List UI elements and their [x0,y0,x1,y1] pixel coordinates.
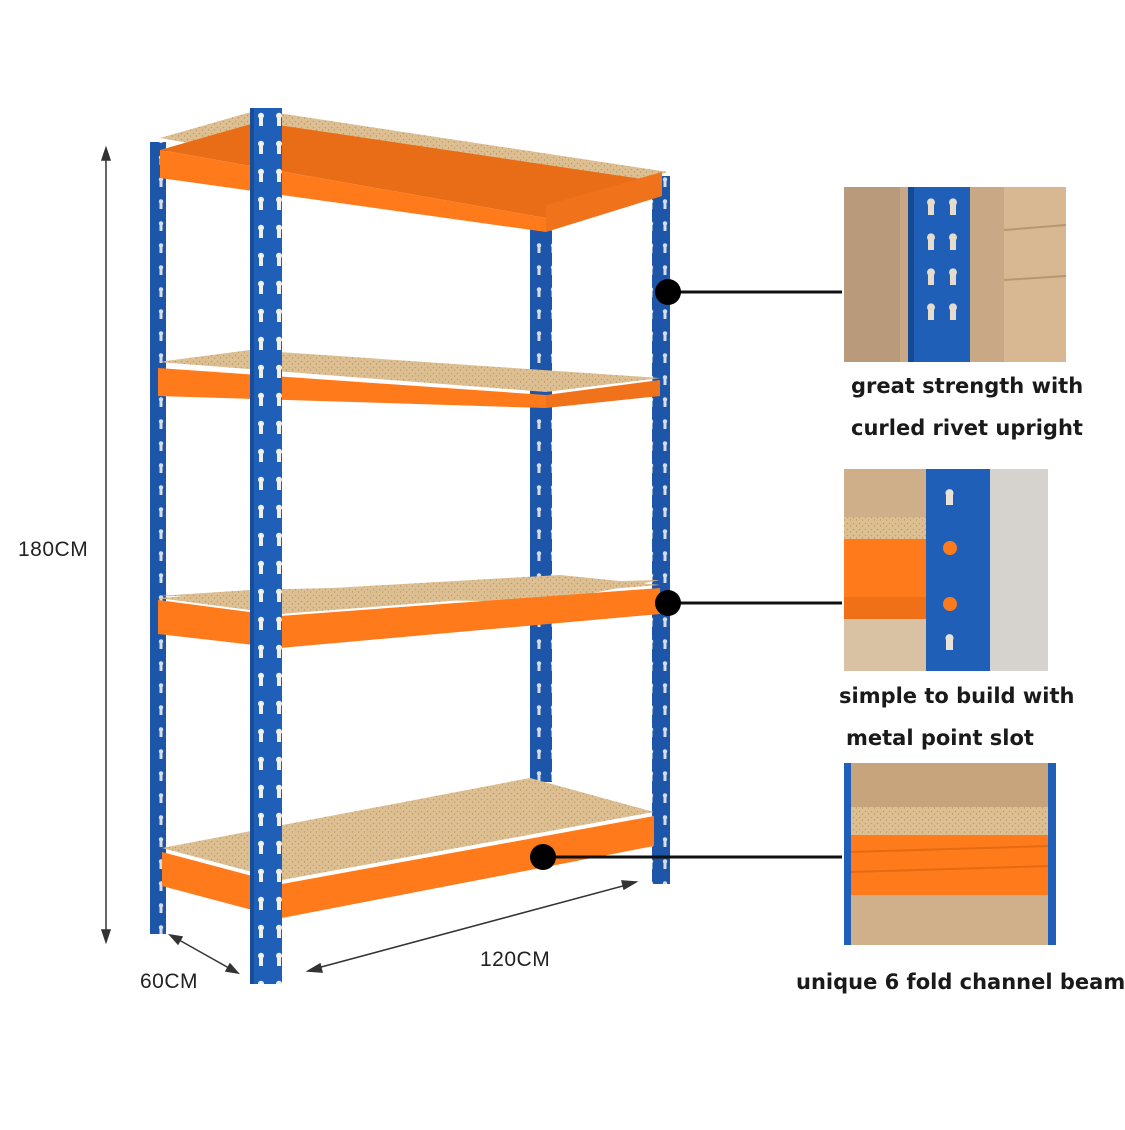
back-uprights [150,142,670,934]
shelf-third [158,575,660,648]
callout-connectors [543,290,842,859]
feature-caption-1-line-1: great strength with [851,374,1084,398]
detail-photo-slot [844,469,1048,671]
front-upright [250,108,282,984]
detail-photo-beam [844,763,1056,945]
dimension-lines [100,145,639,975]
callout-dot-icon [655,279,681,305]
detail-photo-upright [844,187,1067,362]
callout-dot-icon [655,590,681,616]
shelf-top [160,110,668,232]
callout-dot-icon [530,844,556,870]
feature-caption-2-line-1: simple to build with [839,684,1075,708]
feature-caption-2-line-2: metal point slot [846,726,1034,750]
feature-caption-1-line-2: curled rivet upright [851,416,1083,440]
height-dimension-label: 180CM [18,538,89,561]
width-dimension-label: 120CM [480,948,551,971]
depth-dimension-label: 60CM [140,970,199,993]
feature-caption-3: unique 6 fold channel beam [796,970,1125,994]
shelf-second [158,350,660,408]
